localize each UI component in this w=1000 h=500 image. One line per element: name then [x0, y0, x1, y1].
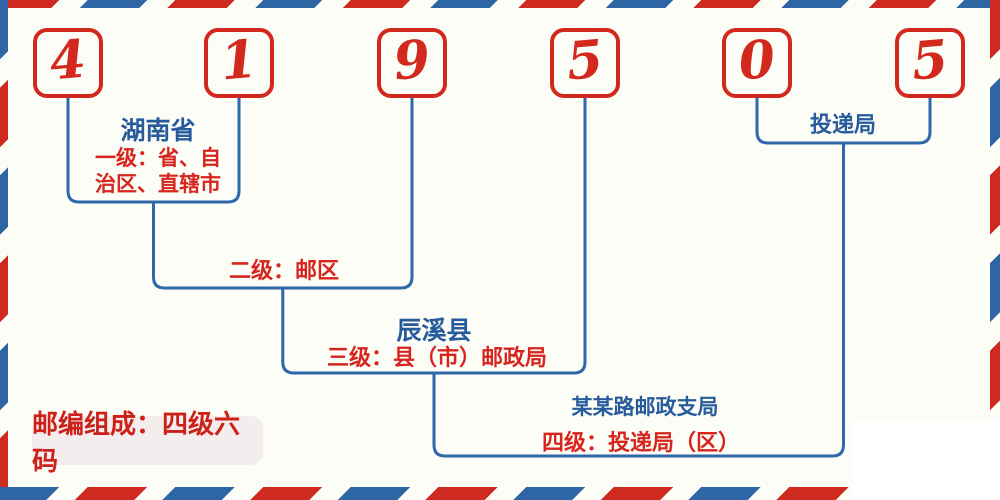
level3-description: 三级：县（市）邮政局 [326, 345, 548, 370]
digit-3: 9 [391, 28, 433, 93]
digit-2: 1 [218, 28, 260, 93]
level1-description: 一级：省、自 治区、直辖市 [95, 146, 221, 198]
digit-box-5: 0 [722, 28, 792, 98]
level3-region-label: 辰溪县 [396, 318, 472, 345]
digit-box-1: 4 [33, 28, 103, 98]
digit-6: 5 [909, 28, 951, 93]
digit-box-2: 1 [204, 28, 274, 98]
digit-box-3: 9 [377, 28, 447, 98]
level1-description-line1: 一级：省、自 [95, 147, 221, 170]
bracket-level4 [432, 141, 845, 458]
composition-badge: 邮编组成：四级六码 [32, 410, 263, 476]
composition-badge-text: 邮编组成：四级六码 [32, 409, 241, 476]
level1-region-label: 湖南省 [120, 118, 196, 145]
level2-description: 二级：邮区 [228, 258, 340, 283]
digit-box-6: 5 [895, 28, 965, 98]
bottom-right-blank-area [853, 420, 1000, 500]
digit-box-4: 5 [550, 28, 620, 98]
digit-1: 4 [47, 28, 89, 93]
delivery-office-label: 投递局 [809, 112, 877, 137]
level1-description-line2: 治区、直辖市 [95, 173, 221, 196]
digit-4: 5 [564, 28, 606, 93]
digit-5: 0 [736, 28, 778, 93]
level4-office-label: 某某路邮政支局 [571, 395, 719, 419]
level4-description: 四级：投递局（区） [541, 430, 741, 455]
